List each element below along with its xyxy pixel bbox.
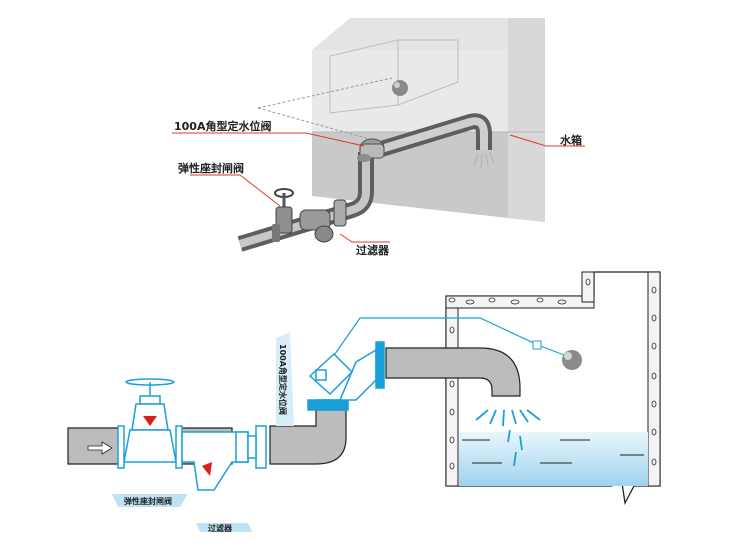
label-tank-top: 水箱	[560, 133, 582, 147]
top-3d-diagram: 100A角型定水位阀 水箱 弹性座封闸阀 过滤器	[172, 18, 585, 257]
label-gate-valve-bottom: 弹性座封闸阀	[124, 496, 172, 506]
label-wedges	[112, 332, 294, 532]
tank-2d	[445, 271, 661, 506]
filter-2d	[181, 425, 267, 491]
gate-valve-3d	[272, 188, 294, 242]
label-angle-valve-top: 100A角型定水位阀	[174, 119, 271, 133]
float-ball-2d	[327, 317, 582, 370]
label-filter-top: 过滤器	[356, 243, 390, 257]
label-gate-valve-top: 弹性座封闸阀	[178, 161, 244, 175]
outlet-pipe-2d	[385, 347, 521, 397]
angle-valve-2d	[307, 341, 385, 411]
water-spray-3d	[473, 152, 495, 169]
pipes-3d	[237, 113, 492, 252]
gate-valve-2d	[117, 378, 183, 469]
water-spray-2d	[475, 409, 541, 467]
angle-valve-3d	[357, 138, 385, 162]
top-leader-lines	[172, 132, 585, 243]
bottom-2d-diagram: 弹性座封闸阀 过滤器 100A角型定水位阀	[67, 271, 661, 533]
float-ball-3d	[257, 77, 408, 141]
label-filter-bottom: 过滤器	[208, 523, 233, 533]
filter-3d	[299, 199, 347, 243]
label-angle-valve-bottom: 100A角型定水位阀	[278, 344, 288, 415]
tank-3d	[312, 18, 545, 222]
